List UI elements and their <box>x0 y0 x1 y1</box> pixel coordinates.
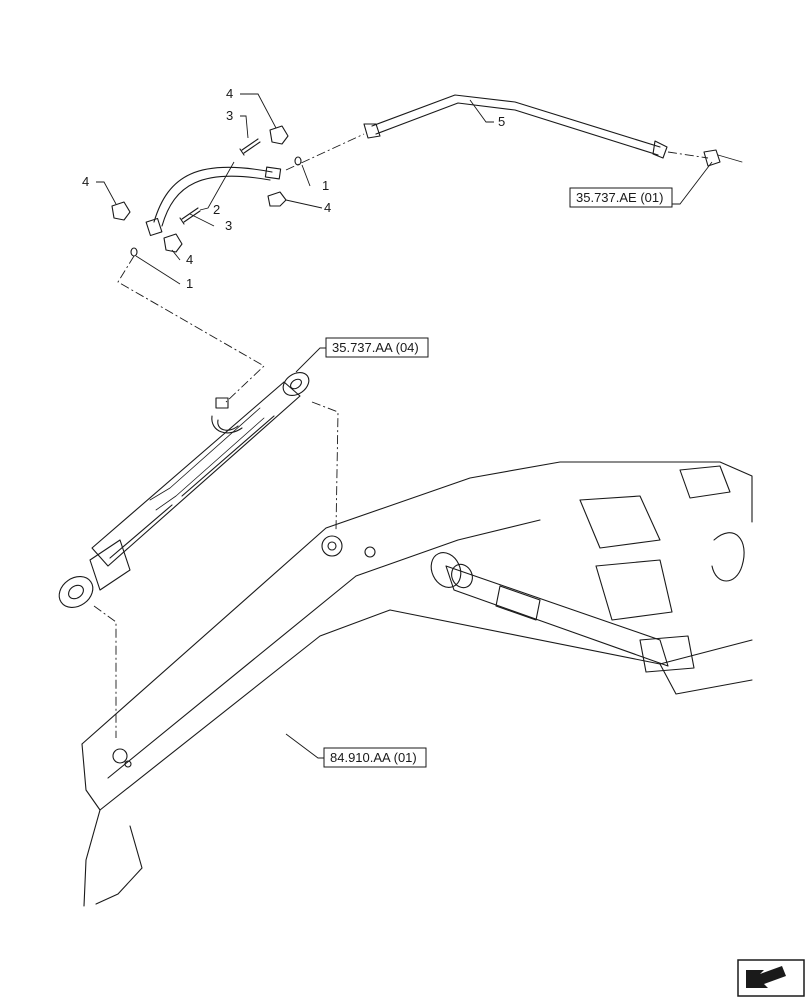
callout-5: 5 <box>498 114 505 129</box>
leader-lines <box>96 93 713 759</box>
callout-1: 1 <box>186 276 193 291</box>
arrow-icon[interactable] <box>737 959 805 997</box>
small-parts <box>111 125 302 257</box>
callout-4: 4 <box>186 252 193 267</box>
svg-text:35.737.AE (01): 35.737.AE (01) <box>576 190 663 205</box>
callout-4: 4 <box>82 174 89 189</box>
callout-3: 3 <box>226 108 233 123</box>
reference-ae[interactable]: 35.737.AE (01) <box>569 187 673 208</box>
reference-boom[interactable]: 84.910.AA (01) <box>323 747 427 768</box>
callout-4: 4 <box>226 86 233 101</box>
callout-4: 4 <box>324 200 331 215</box>
callout-labels: 4 3 4 2 3 4 1 1 4 5 <box>82 86 505 291</box>
boom <box>81 461 753 907</box>
callout-3: 3 <box>225 218 232 233</box>
callout-1: 1 <box>322 178 329 193</box>
hose-5 <box>363 94 668 159</box>
arm-cylinder <box>430 552 695 673</box>
svg-text:84.910.AA (01): 84.910.AA (01) <box>330 750 417 765</box>
centre-lines <box>93 133 709 738</box>
reference-aa[interactable]: 35.737.AA (04) <box>325 337 429 358</box>
hose-2 <box>145 166 282 237</box>
callout-2: 2 <box>213 202 220 217</box>
svg-text:35.737.AA (04): 35.737.AA (04) <box>332 340 419 355</box>
boom-cylinder <box>58 371 310 608</box>
coupling <box>703 149 743 167</box>
